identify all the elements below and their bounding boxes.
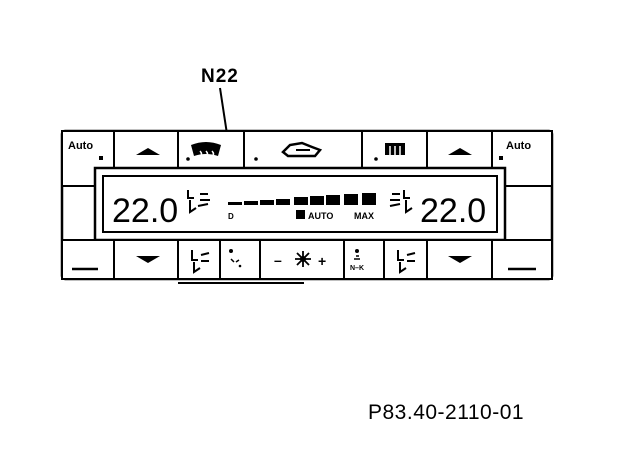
fan-auto-symbol-icon: [296, 210, 305, 219]
rear-defrost-icon: [374, 143, 405, 161]
recirculation-icon: [354, 249, 360, 260]
arrow-down-left-icon: [136, 256, 160, 263]
auto-right-label: Auto: [506, 140, 531, 152]
fan-bar-5: [294, 197, 308, 205]
car-airflow-icon: [254, 141, 323, 161]
display-max-text: MAX: [354, 211, 374, 221]
auto-left-indicator: [99, 156, 103, 160]
airflow-person-left-icon: [187, 190, 210, 214]
auto-left-label: Auto: [68, 140, 93, 152]
windshield-defrost-icon: [186, 142, 221, 161]
airflow-person-right-icon: [389, 190, 413, 214]
airflow-seat-left-icon: [191, 250, 210, 274]
airflow-left-button: [177, 239, 221, 280]
auto-right-lower-button: [491, 239, 553, 280]
fan-bar-7: [326, 195, 340, 205]
bottom-button-row: [61, 239, 553, 280]
recirculation-label: N–K: [350, 265, 364, 272]
fan-bar-8: [344, 194, 358, 205]
fan-bar-2: [244, 201, 258, 205]
figure-code: P83.40-2110-01: [368, 401, 525, 424]
arrow-up-left-icon: [136, 148, 160, 155]
arrow-down-right-icon: [448, 256, 472, 263]
vent-mode-button: [219, 239, 261, 280]
auto-right-indicator: [499, 156, 503, 160]
fan-bar-6: [310, 196, 324, 205]
fan-bar-3: [260, 200, 274, 205]
vent-mode-icon: [229, 249, 242, 268]
fan-icon: [295, 251, 311, 267]
auto-left-lower-button: [61, 239, 115, 280]
fan-plus-label: +: [318, 253, 326, 269]
arrow-up-right-icon: [448, 148, 472, 155]
fan-bar-1: [228, 202, 242, 205]
fan-level-bargraph: [228, 193, 376, 205]
display-auto-text: AUTO: [308, 211, 333, 221]
fan-bar-9: [362, 193, 376, 205]
airflow-seat-right-icon: [397, 250, 416, 274]
airflow-right-button: [383, 239, 428, 280]
display-temp-right: 22.0: [420, 192, 486, 230]
display-small-d: D: [228, 212, 234, 221]
callout-label-n22: N22: [201, 66, 239, 87]
fan-bar-4: [276, 199, 290, 205]
fan-minus-label: –: [274, 252, 282, 268]
recirculation-button: [343, 239, 385, 280]
display-temp-left: 22.0: [112, 192, 178, 230]
